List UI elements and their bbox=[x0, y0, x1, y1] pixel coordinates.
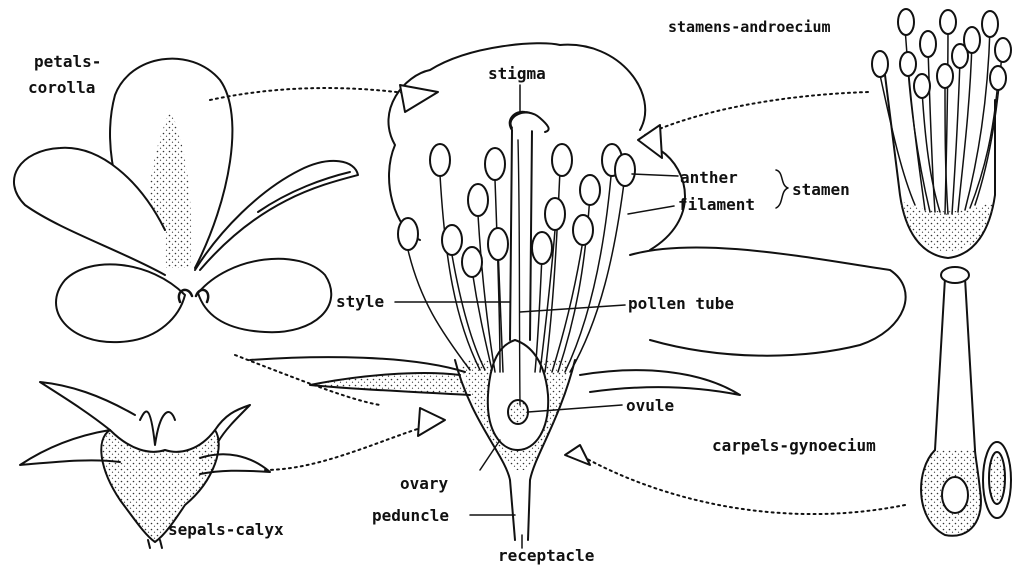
carpels-gynoecium-label: carpels-gynoecium bbox=[712, 438, 876, 454]
style-label: style bbox=[336, 294, 384, 310]
leader-anther bbox=[632, 174, 678, 176]
receptacle-label: receptacle bbox=[498, 548, 594, 564]
left-leaf-lower bbox=[250, 357, 465, 372]
carpel-style bbox=[935, 278, 975, 450]
arrowhead-sepals bbox=[418, 408, 445, 436]
corolla-lower-left-petal bbox=[56, 264, 185, 342]
stamen-brace bbox=[776, 170, 788, 208]
leader-lines bbox=[395, 85, 788, 548]
arrowhead-carpels bbox=[565, 445, 590, 465]
filament-label: filament bbox=[678, 197, 755, 213]
arrow-stamens-to-flower bbox=[645, 92, 868, 135]
carpel-section-inner bbox=[989, 452, 1005, 504]
corolla-drawing bbox=[14, 59, 358, 343]
stamens-androecium-label: stamens-androecium bbox=[668, 20, 831, 35]
stigma-label: stigma bbox=[488, 66, 546, 82]
ovule-shape bbox=[508, 400, 528, 424]
right-leaf bbox=[580, 370, 740, 395]
arrowhead-stamens bbox=[638, 125, 662, 158]
stamen-label: stamen bbox=[792, 182, 850, 198]
petals-label: petals- bbox=[34, 54, 101, 70]
pollen-tube-label: pollen tube bbox=[628, 296, 734, 312]
leader-pollen-tube bbox=[520, 305, 625, 312]
ovule-label: ovule bbox=[626, 398, 674, 414]
carpel-ovule bbox=[942, 477, 968, 513]
sepal-right-back bbox=[215, 405, 250, 442]
arrow-carpels-to-flower bbox=[580, 455, 905, 514]
leader-ovary bbox=[480, 440, 500, 470]
androecium-anthers bbox=[872, 9, 1011, 98]
corolla-lower-right-petal bbox=[198, 259, 331, 332]
androecium-drawing bbox=[872, 9, 1011, 258]
leader-filament bbox=[628, 206, 674, 214]
ovary-outline bbox=[488, 340, 548, 450]
peduncle-label: peduncle bbox=[372, 508, 449, 524]
corolla-label: corolla bbox=[28, 80, 95, 96]
arrow-sepals-to-flower bbox=[265, 425, 430, 470]
arrow-petals-to-flower bbox=[210, 88, 420, 100]
anther-label: anther bbox=[680, 170, 738, 186]
carpel-stigma bbox=[941, 267, 969, 283]
gynoecium-drawing bbox=[921, 267, 1011, 536]
arrowhead-petals bbox=[400, 85, 438, 112]
style-shape bbox=[510, 112, 536, 340]
ovary-label: ovary bbox=[400, 476, 448, 492]
sepal-center bbox=[140, 411, 175, 445]
stigma-cap bbox=[511, 113, 549, 132]
left-leaf bbox=[310, 373, 470, 395]
sepals-calyx-label: sepals-calyx bbox=[168, 522, 284, 538]
sepal-left-back bbox=[40, 382, 135, 430]
